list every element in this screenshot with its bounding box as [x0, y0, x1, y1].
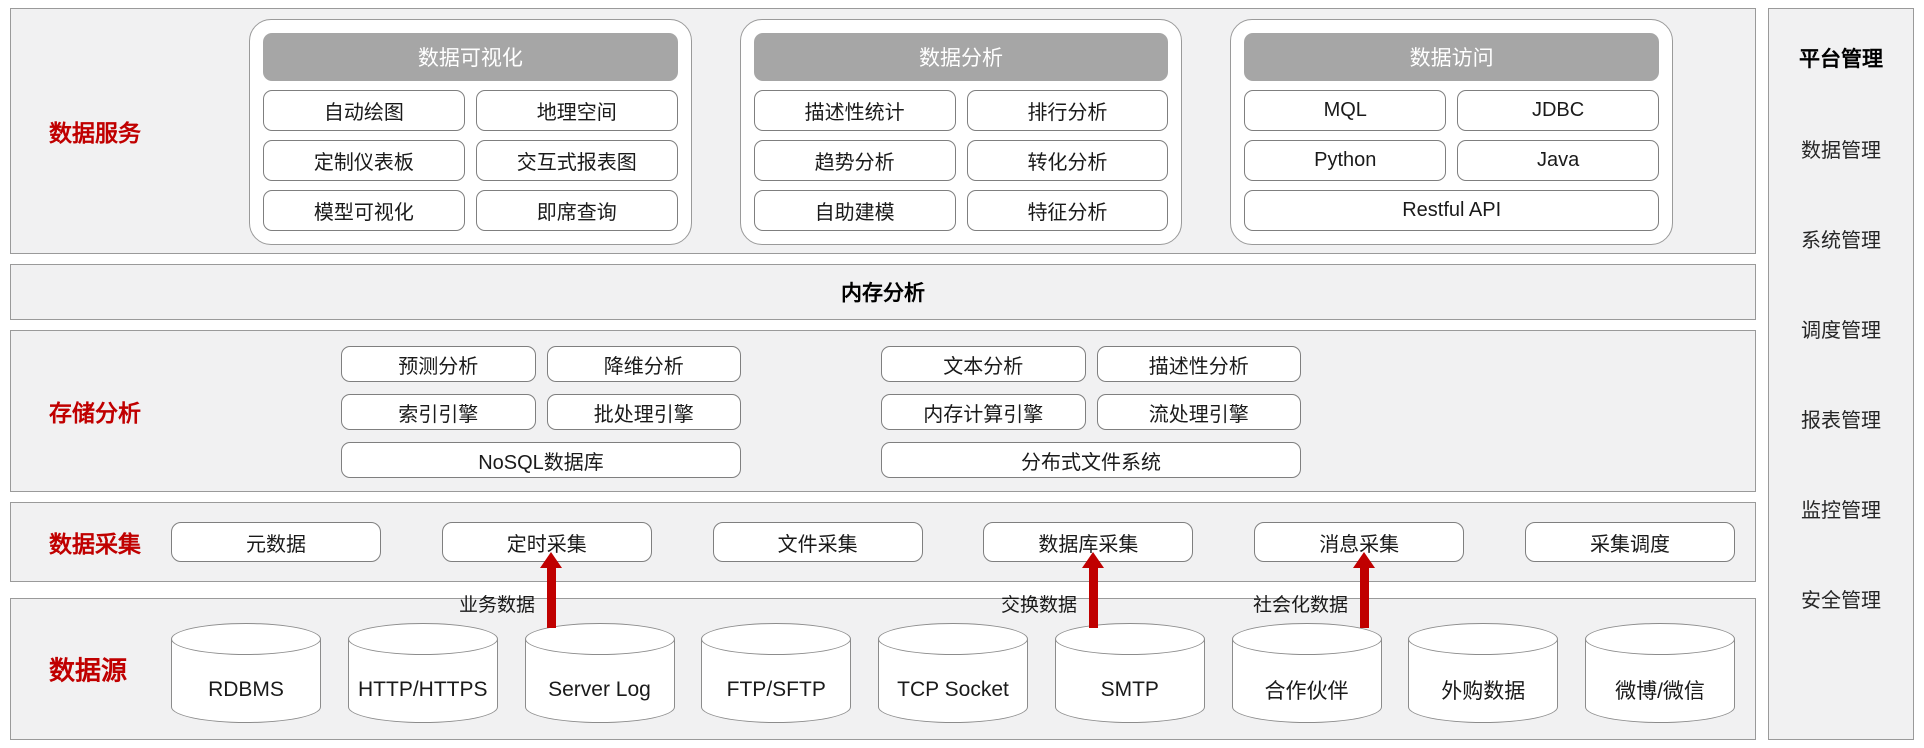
capability-node: 内存计算引擎	[881, 394, 1086, 430]
capability-node: 描述性分析	[1096, 346, 1301, 382]
sidebar-item-schedule-management: 调度管理	[1801, 320, 1881, 342]
capability-node: 地理空间	[475, 90, 678, 131]
capability-node: 排行分析	[966, 90, 1169, 131]
cylinder-icon	[1408, 623, 1559, 655]
capability-node: 自助建模	[753, 190, 956, 231]
sidebar-item-report-management: 报表管理	[1801, 410, 1881, 432]
capability-node: Restful API	[1244, 190, 1660, 231]
layer-data-collection: 数据采集 元数据 定时采集 文件采集 数据库采集 消息采集 采集调度	[10, 502, 1756, 582]
collection-node: 文件采集	[712, 522, 923, 562]
collection-node: 元数据	[171, 522, 381, 562]
capability-node: 批处理引擎	[546, 394, 741, 430]
sidebar-item-security-management: 安全管理	[1801, 590, 1881, 612]
capability-node: 预测分析	[341, 346, 536, 382]
group-title-data-analysis: 数据分析	[753, 33, 1169, 81]
data-source-cylinder: SMTP	[1054, 623, 1205, 723]
capability-node: Python	[1244, 140, 1447, 181]
flow-label-exchange-data: 交换数据	[1000, 595, 1077, 616]
service-groups: 数据可视化 自动绘图 地理空间 定制仪表板 交互式报表图 模型可视化 即席查询 …	[249, 19, 1674, 245]
group-title-data-visualization: 数据可视化	[263, 33, 678, 81]
layer-data-services: 数据服务 数据可视化 自动绘图 地理空间 定制仪表板 交互式报表图 模型可视化 …	[10, 8, 1756, 254]
capability-node: 转化分析	[966, 140, 1169, 181]
capability-node: 趋势分析	[753, 140, 956, 181]
capability-node: 自动绘图	[263, 90, 465, 131]
capability-node: 模型可视化	[263, 190, 465, 231]
collection-node: 采集调度	[1524, 522, 1735, 562]
capability-node: 流处理引擎	[1096, 394, 1301, 430]
capability-node: 特征分析	[966, 190, 1169, 231]
capability-node: 文本分析	[881, 346, 1086, 382]
data-source-cylinder: 合作伙伴	[1231, 623, 1382, 723]
storage-right-column: 文本分析 描述性分析 内存计算引擎 流处理引擎 分布式文件系统	[881, 346, 1301, 478]
group-title-data-access: 数据访问	[1244, 33, 1660, 81]
capability-node: 索引引擎	[341, 394, 536, 430]
layer-label-data-collection: 数据采集	[49, 531, 141, 557]
capability-node: NoSQL数据库	[341, 442, 741, 478]
capability-node: JDBC	[1457, 90, 1660, 131]
layer-label-data-services: 数据服务	[49, 120, 141, 146]
layer-label-data-sources: 数据源	[49, 655, 128, 686]
cylinder-icon	[1585, 623, 1735, 655]
cylinder-icon	[701, 623, 852, 655]
cylinder-icon	[171, 623, 321, 655]
cylinder-icon	[1231, 623, 1382, 655]
cylinder-icon	[524, 623, 675, 655]
data-source-cylinder: FTP/SFTP	[701, 623, 852, 723]
data-source-cylinder: 外购数据	[1408, 623, 1559, 723]
capability-node: 交互式报表图	[475, 140, 678, 181]
layer-memory-analysis: 内存分析	[10, 264, 1756, 320]
group-data-analysis: 数据分析 描述性统计 排行分析 趋势分析 转化分析 自助建模 特征分析	[739, 19, 1183, 245]
cylinder-icon	[878, 623, 1028, 655]
data-source-cylinder: RDBMS	[171, 623, 321, 723]
collection-nodes: 元数据 定时采集 文件采集 数据库采集 消息采集 采集调度	[171, 522, 1735, 562]
sidebar-item-monitor-management: 监控管理	[1801, 500, 1881, 522]
data-source-cylinder: TCP Socket	[878, 623, 1028, 723]
capability-node: 分布式文件系统	[881, 442, 1301, 478]
sidebar-item-data-management: 数据管理	[1801, 140, 1881, 162]
capability-node: Java	[1457, 140, 1660, 181]
up-arrow-icon	[540, 552, 562, 630]
platform-management-panel: 平台管理 数据管理 系统管理 调度管理 报表管理 监控管理 安全管理	[1768, 8, 1914, 740]
capability-node: 描述性统计	[753, 90, 956, 131]
data-source-cylinder: 微博/微信	[1585, 623, 1735, 723]
flow-label-social-data: 社会化数据	[1252, 595, 1348, 616]
capability-node: 降维分析	[546, 346, 741, 382]
up-arrow-icon	[1082, 552, 1104, 630]
group-data-visualization: 数据可视化 自动绘图 地理空间 定制仪表板 交互式报表图 模型可视化 即席查询	[249, 19, 692, 245]
sidebar-item-system-management: 系统管理	[1801, 230, 1881, 252]
data-source-cylinders: RDBMS HTTP/HTTPS Server Log FTP/SFTP TCP	[171, 623, 1735, 723]
layer-label-storage-analysis: 存储分析	[49, 400, 141, 426]
data-source-cylinder: HTTP/HTTPS	[347, 623, 498, 723]
data-source-cylinder: Server Log	[524, 623, 675, 723]
layer-storage-analysis: 存储分析 预测分析 降维分析 索引引擎 批处理引擎 NoSQL数据库 文本分析 …	[10, 330, 1756, 492]
layer-data-sources: 数据源 RDBMS HTTP/HTTPS Server Log FTP/SFTP	[10, 598, 1756, 740]
sidebar-title: 平台管理	[1799, 48, 1883, 71]
up-arrow-icon	[1353, 552, 1375, 630]
capability-node: 即席查询	[475, 190, 678, 231]
flow-label-business-data: 业务数据	[458, 595, 535, 616]
capability-node: MQL	[1244, 90, 1447, 131]
cylinder-icon	[347, 623, 498, 655]
cylinder-icon	[1054, 623, 1205, 655]
layer-label-memory-analysis: 内存分析	[841, 282, 925, 305]
group-data-access: 数据访问 MQL JDBC Python Java Restful API	[1230, 19, 1674, 245]
capability-node: 定制仪表板	[263, 140, 465, 181]
storage-left-column: 预测分析 降维分析 索引引擎 批处理引擎 NoSQL数据库	[341, 346, 741, 478]
